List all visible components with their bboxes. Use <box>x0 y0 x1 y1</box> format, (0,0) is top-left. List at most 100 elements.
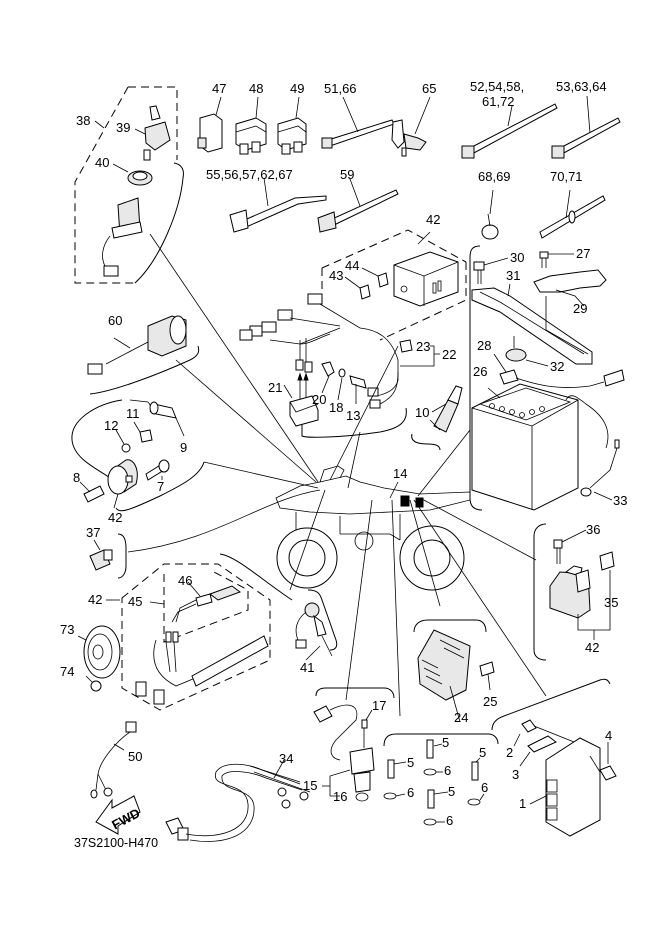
callout-31: 27 <box>576 246 590 261</box>
forward-direction-arrow: FWD <box>95 795 142 835</box>
callout-40: 40 <box>95 155 109 170</box>
callout-38: 38 <box>76 113 90 128</box>
callout-20: 18 <box>329 400 343 415</box>
callout-74: 74 <box>60 664 74 679</box>
callout-48: 48 <box>249 81 263 96</box>
callout-37: 36 <box>586 522 600 537</box>
callout-3: 3 <box>512 767 519 782</box>
callout-34: 34 <box>279 751 293 766</box>
washer-6-b <box>383 792 397 800</box>
callout-15: 15 <box>303 778 317 793</box>
relay-48: 48 <box>235 81 267 155</box>
callout-70-71: 70,71 <box>550 169 583 184</box>
callout-60: 60 <box>108 313 122 328</box>
cable-tie-51-66: 51,66 <box>321 81 395 149</box>
callout-28: 32 <box>550 359 564 374</box>
callout-5-d: 5 <box>448 784 455 799</box>
callout-36: 35 <box>604 595 618 610</box>
callout-6-a: 6 <box>444 763 451 778</box>
callout-5-b: 5 <box>407 755 414 770</box>
callout-16: 16 <box>333 789 347 804</box>
callout-22: 22 <box>442 347 456 362</box>
callout-35: 42 <box>585 640 599 655</box>
clamp-68-69: 68,69 <box>478 169 511 240</box>
callout-33: 33 <box>613 493 627 508</box>
drawing-code: 37S2100-H470 <box>74 836 158 850</box>
starter-group: 9 11 12 42 7 8 <box>71 399 205 525</box>
fuse-box-group: 42 43 44 <box>321 212 467 341</box>
fuse-43-icon <box>359 284 371 300</box>
callout-59: 59 <box>340 167 354 182</box>
washer-6-c <box>467 798 481 806</box>
battery-cell-caps <box>489 403 545 418</box>
callout-1: 1 <box>519 796 526 811</box>
bolt-5-d <box>423 789 437 826</box>
bolt-5-b <box>383 759 397 800</box>
callout-44: 44 <box>345 258 359 273</box>
bolt-74-icon <box>90 680 102 692</box>
callout-12: 9 <box>180 440 187 455</box>
dc-jack-60: 60 <box>87 313 200 395</box>
sub-lead-50: 50 <box>90 721 142 799</box>
callout-55: 55,56,57,62,67 <box>206 167 293 182</box>
callout-14: 37 <box>86 525 100 540</box>
callout-21: 21 <box>268 380 282 395</box>
cable-tie-70-71: 70,71 <box>539 169 606 239</box>
callout-53: 53,63,64 <box>556 79 607 94</box>
callout-46: 46 <box>178 573 192 588</box>
callout-43: 43 <box>329 268 343 283</box>
callout-6-b: 6 <box>407 785 414 800</box>
wire-harness-group: 21 20 18 13 23 22 <box>239 293 456 438</box>
callout-7: 42 <box>108 510 122 525</box>
washer-6-a <box>423 768 437 776</box>
callout-52a: 52,54,58, <box>470 79 524 94</box>
bolt-5-a <box>423 739 437 776</box>
sender-14: 37 <box>86 525 127 579</box>
horn-73: 73 74 <box>60 622 121 692</box>
callout-45: 45 <box>128 594 142 609</box>
cable-tie-52: 52,54,58, 61,72 <box>461 79 558 159</box>
callout-51-66: 51,66 <box>324 81 357 96</box>
main-switch-icon <box>102 197 143 277</box>
spark-plug-13: 10 <box>411 385 463 451</box>
callout-30: 30 <box>510 250 524 265</box>
rectifier-24: 24 25 <box>413 619 497 725</box>
bolt-5-c <box>467 761 481 806</box>
washer-6-d <box>423 818 437 826</box>
fuse-44-icon <box>377 272 389 288</box>
callout-5-a: 5 <box>442 735 449 750</box>
battery-group: 30 31 27 29 32 28 <box>469 245 627 511</box>
callout-49: 49 <box>290 81 304 96</box>
sensor-group: 17 15 16 <box>303 687 395 804</box>
clamp-65: 65 <box>391 81 436 157</box>
switch-41: 41 <box>295 589 338 675</box>
main-switch-group: 38 39 40 <box>74 86 184 284</box>
callout-47: 47 <box>212 81 226 96</box>
callout-19: 20 <box>312 392 326 407</box>
callout-32: 28 <box>477 338 491 353</box>
key-icon <box>143 105 171 161</box>
callout-42-fusebox: 42 <box>426 212 440 227</box>
relay-47: 47 <box>197 81 226 153</box>
callout-10: 11 <box>126 406 140 421</box>
callout-6-c: 6 <box>481 780 488 795</box>
callout-2: 2 <box>506 745 513 760</box>
callout-41: 41 <box>300 660 314 675</box>
atv-vehicle-illustration: 14 <box>127 233 547 717</box>
lead-wire-34: 34 <box>165 751 311 842</box>
callout-9: 8 <box>73 470 80 485</box>
callout-42-vehicle: 14 <box>393 466 407 481</box>
callout-73: 73 <box>60 622 74 637</box>
callout-11: 12 <box>104 418 118 433</box>
callout-29: 29 <box>573 301 587 316</box>
wire-harness-lower: 46 45 45 42 <box>121 553 293 711</box>
cable-tie-55: 55,56,57,62,67 <box>206 167 327 233</box>
callout-13: 10 <box>415 405 429 420</box>
callout-52b: 61,72 <box>482 94 515 109</box>
ecu-group: 2 3 1 4 <box>491 678 617 837</box>
callout-18: 13 <box>346 408 360 423</box>
callout-50: 50 <box>128 749 142 764</box>
callout-4: 4 <box>605 728 612 743</box>
plug-bolts-group: 5 5 5 5 6 6 6 6 <box>383 733 499 828</box>
